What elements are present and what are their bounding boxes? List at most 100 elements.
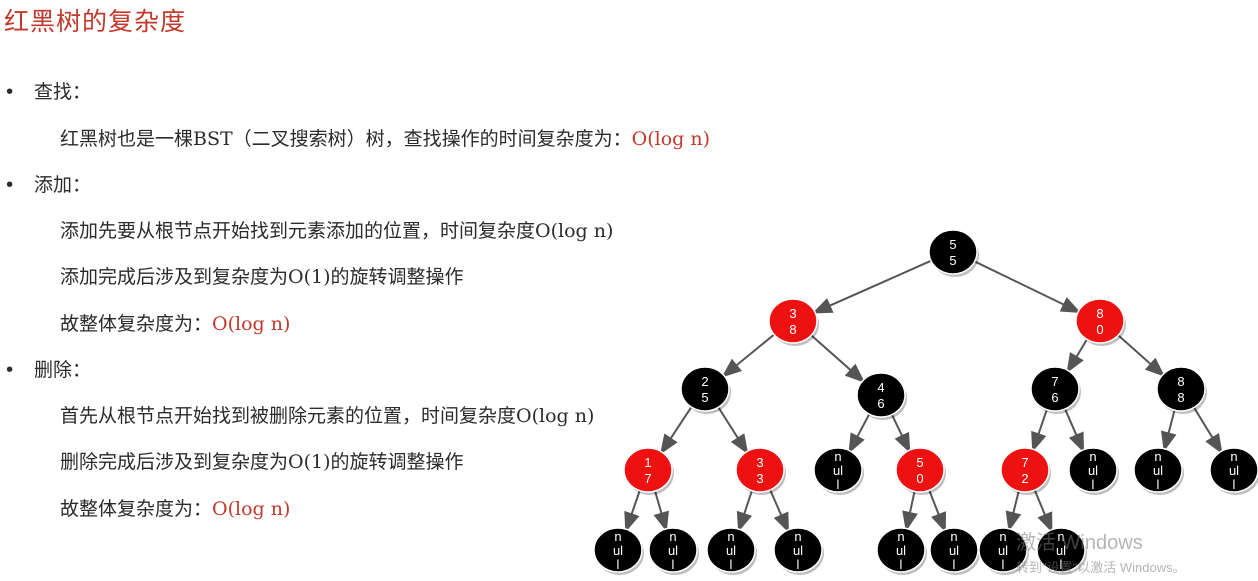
tree-node-label: n xyxy=(1230,449,1237,464)
section-search-line-1: 红黑树也是一棵BST（二叉搜索树）树，查找操作的时间复杂度为：O(log n) xyxy=(60,124,710,151)
tree-edge-n80-n88 xyxy=(1115,332,1166,377)
tree-node-label: n xyxy=(834,449,841,464)
tree-node-label: ul xyxy=(668,543,678,558)
tree-node-circle xyxy=(813,447,863,493)
tree-node-label: 5 xyxy=(949,253,956,268)
tree-node-circle xyxy=(680,366,730,412)
tree-edge-n72-null72r xyxy=(1032,487,1053,533)
tree-node-label: l xyxy=(730,557,733,572)
tree-node-label: 8 xyxy=(1177,390,1184,405)
section-add-heading: • 添加： xyxy=(4,170,91,197)
tree-node-label: 5 xyxy=(949,237,956,252)
tree-edge-n76-n72 xyxy=(1031,407,1049,453)
tree-edge-n88-null88r xyxy=(1191,405,1223,455)
tree-node-label: l xyxy=(617,557,620,572)
tree-node-label: n xyxy=(669,529,676,544)
section-heading-label: 删除： xyxy=(34,359,92,381)
tree-node-circle xyxy=(1030,366,1080,412)
tree-node-label: n xyxy=(1154,449,1161,464)
line-text: 删除完成后涉及到复杂度为O(1)的旋转调整操作 xyxy=(60,451,464,473)
tree-node-n55: 55 xyxy=(928,229,979,277)
line-text: 红黑树也是一棵BST（二叉搜索树）树，查找操作的时间复杂度为： xyxy=(60,128,632,150)
tree-edge-n50-null50r xyxy=(927,487,947,533)
tree-edge-n55-n80 xyxy=(972,259,1082,314)
tree-node-label: n xyxy=(614,529,621,544)
tree-node-label: 6 xyxy=(877,396,884,411)
bullet-dot: • xyxy=(4,359,16,381)
tree-node-label: 2 xyxy=(1021,471,1028,486)
section-heading-label: 添加： xyxy=(34,174,92,196)
tree-node-circle xyxy=(768,298,818,344)
tree-node-label: 2 xyxy=(701,374,708,389)
tree-node-n17: 17 xyxy=(623,447,674,495)
tree-edge-n33-null33l xyxy=(736,488,754,533)
tree-node-circle xyxy=(648,527,698,573)
tree-node-label: 0 xyxy=(916,471,923,486)
tree-node-label: 6 xyxy=(1051,390,1058,405)
tree-node-label: l xyxy=(1233,477,1236,492)
line-text: 添加完成后涉及到复杂度为O(1)的旋转调整操作 xyxy=(60,266,464,288)
tree-edge-n46-n50 xyxy=(890,412,911,454)
tree-node-label: l xyxy=(837,477,840,492)
tree-edge-n55-n38 xyxy=(812,258,934,314)
tree-node-label: ul xyxy=(1056,543,1066,558)
tree-node-label: ul xyxy=(896,543,906,558)
tree-edge-n25-n33 xyxy=(716,404,749,455)
tree-node-label: n xyxy=(1089,449,1096,464)
tree-edge-n50-null50l xyxy=(902,489,918,532)
tree-node-n72: 72 xyxy=(1000,447,1051,495)
tree-node-circle xyxy=(735,447,785,493)
tree-node-label: l xyxy=(797,557,800,572)
tree-node-label: ul xyxy=(998,543,1008,558)
tree-node-label: 8 xyxy=(1096,306,1103,321)
tree-node-label: ul xyxy=(1153,463,1163,478)
tree-node-n25: 25 xyxy=(680,366,731,414)
tree-node-label: l xyxy=(1060,557,1063,572)
tree-node-circle xyxy=(1036,527,1086,573)
line-text: 首先从根节点开始找到被删除元素的位置，时间复杂度O(log n) xyxy=(60,405,595,427)
tree-edge-n33-null33r xyxy=(768,487,790,533)
tree-node-circle xyxy=(1075,298,1125,344)
tree-node-label: 7 xyxy=(644,471,651,486)
tree-node-label: n xyxy=(794,529,801,544)
section-heading-label: 查找： xyxy=(34,81,92,103)
tree-node-label: ul xyxy=(613,543,623,558)
section-delete-line-2: 删除完成后涉及到复杂度为O(1)的旋转调整操作 xyxy=(60,447,464,474)
tree-node-label: l xyxy=(900,557,903,572)
tree-edge-n88-null88l xyxy=(1161,407,1177,452)
tree-node-circle xyxy=(1133,447,1183,493)
tree-node-label: l xyxy=(1002,557,1005,572)
tree-edge-n17-null17l xyxy=(624,488,642,533)
tree-node-circle xyxy=(928,229,978,275)
tree-node-label: l xyxy=(953,557,956,572)
tree-edge-n17-null17r xyxy=(653,488,669,532)
tree-node-label: 7 xyxy=(1051,374,1058,389)
tree-edge-n38-n25 xyxy=(721,332,777,378)
section-add-line-2: 添加完成后涉及到复杂度为O(1)的旋转调整操作 xyxy=(60,262,464,289)
tree-node-circle xyxy=(593,527,643,573)
bullet-dot: • xyxy=(4,174,16,196)
tree-node-circle xyxy=(1209,447,1258,493)
tree-node-label: l xyxy=(672,557,675,572)
line-text: 添加先要从根节点开始找到元素添加的位置，时间复杂度O(log n) xyxy=(60,220,614,242)
tree-node-label: ul xyxy=(833,463,843,478)
tree-edge-n25-n17 xyxy=(660,404,694,455)
tree-edge-n76-null76r xyxy=(1063,406,1085,453)
tree-node-label: ul xyxy=(793,543,803,558)
bullet-dot: • xyxy=(4,81,16,103)
tree-node-label: 5 xyxy=(916,455,923,470)
tree-node-label: 3 xyxy=(789,306,796,321)
tree-node-circle xyxy=(1000,447,1050,493)
page-title: 红黑树的复杂度 xyxy=(4,7,187,36)
tree-node-label: 4 xyxy=(877,380,884,395)
tree-node-label: n xyxy=(999,529,1006,544)
